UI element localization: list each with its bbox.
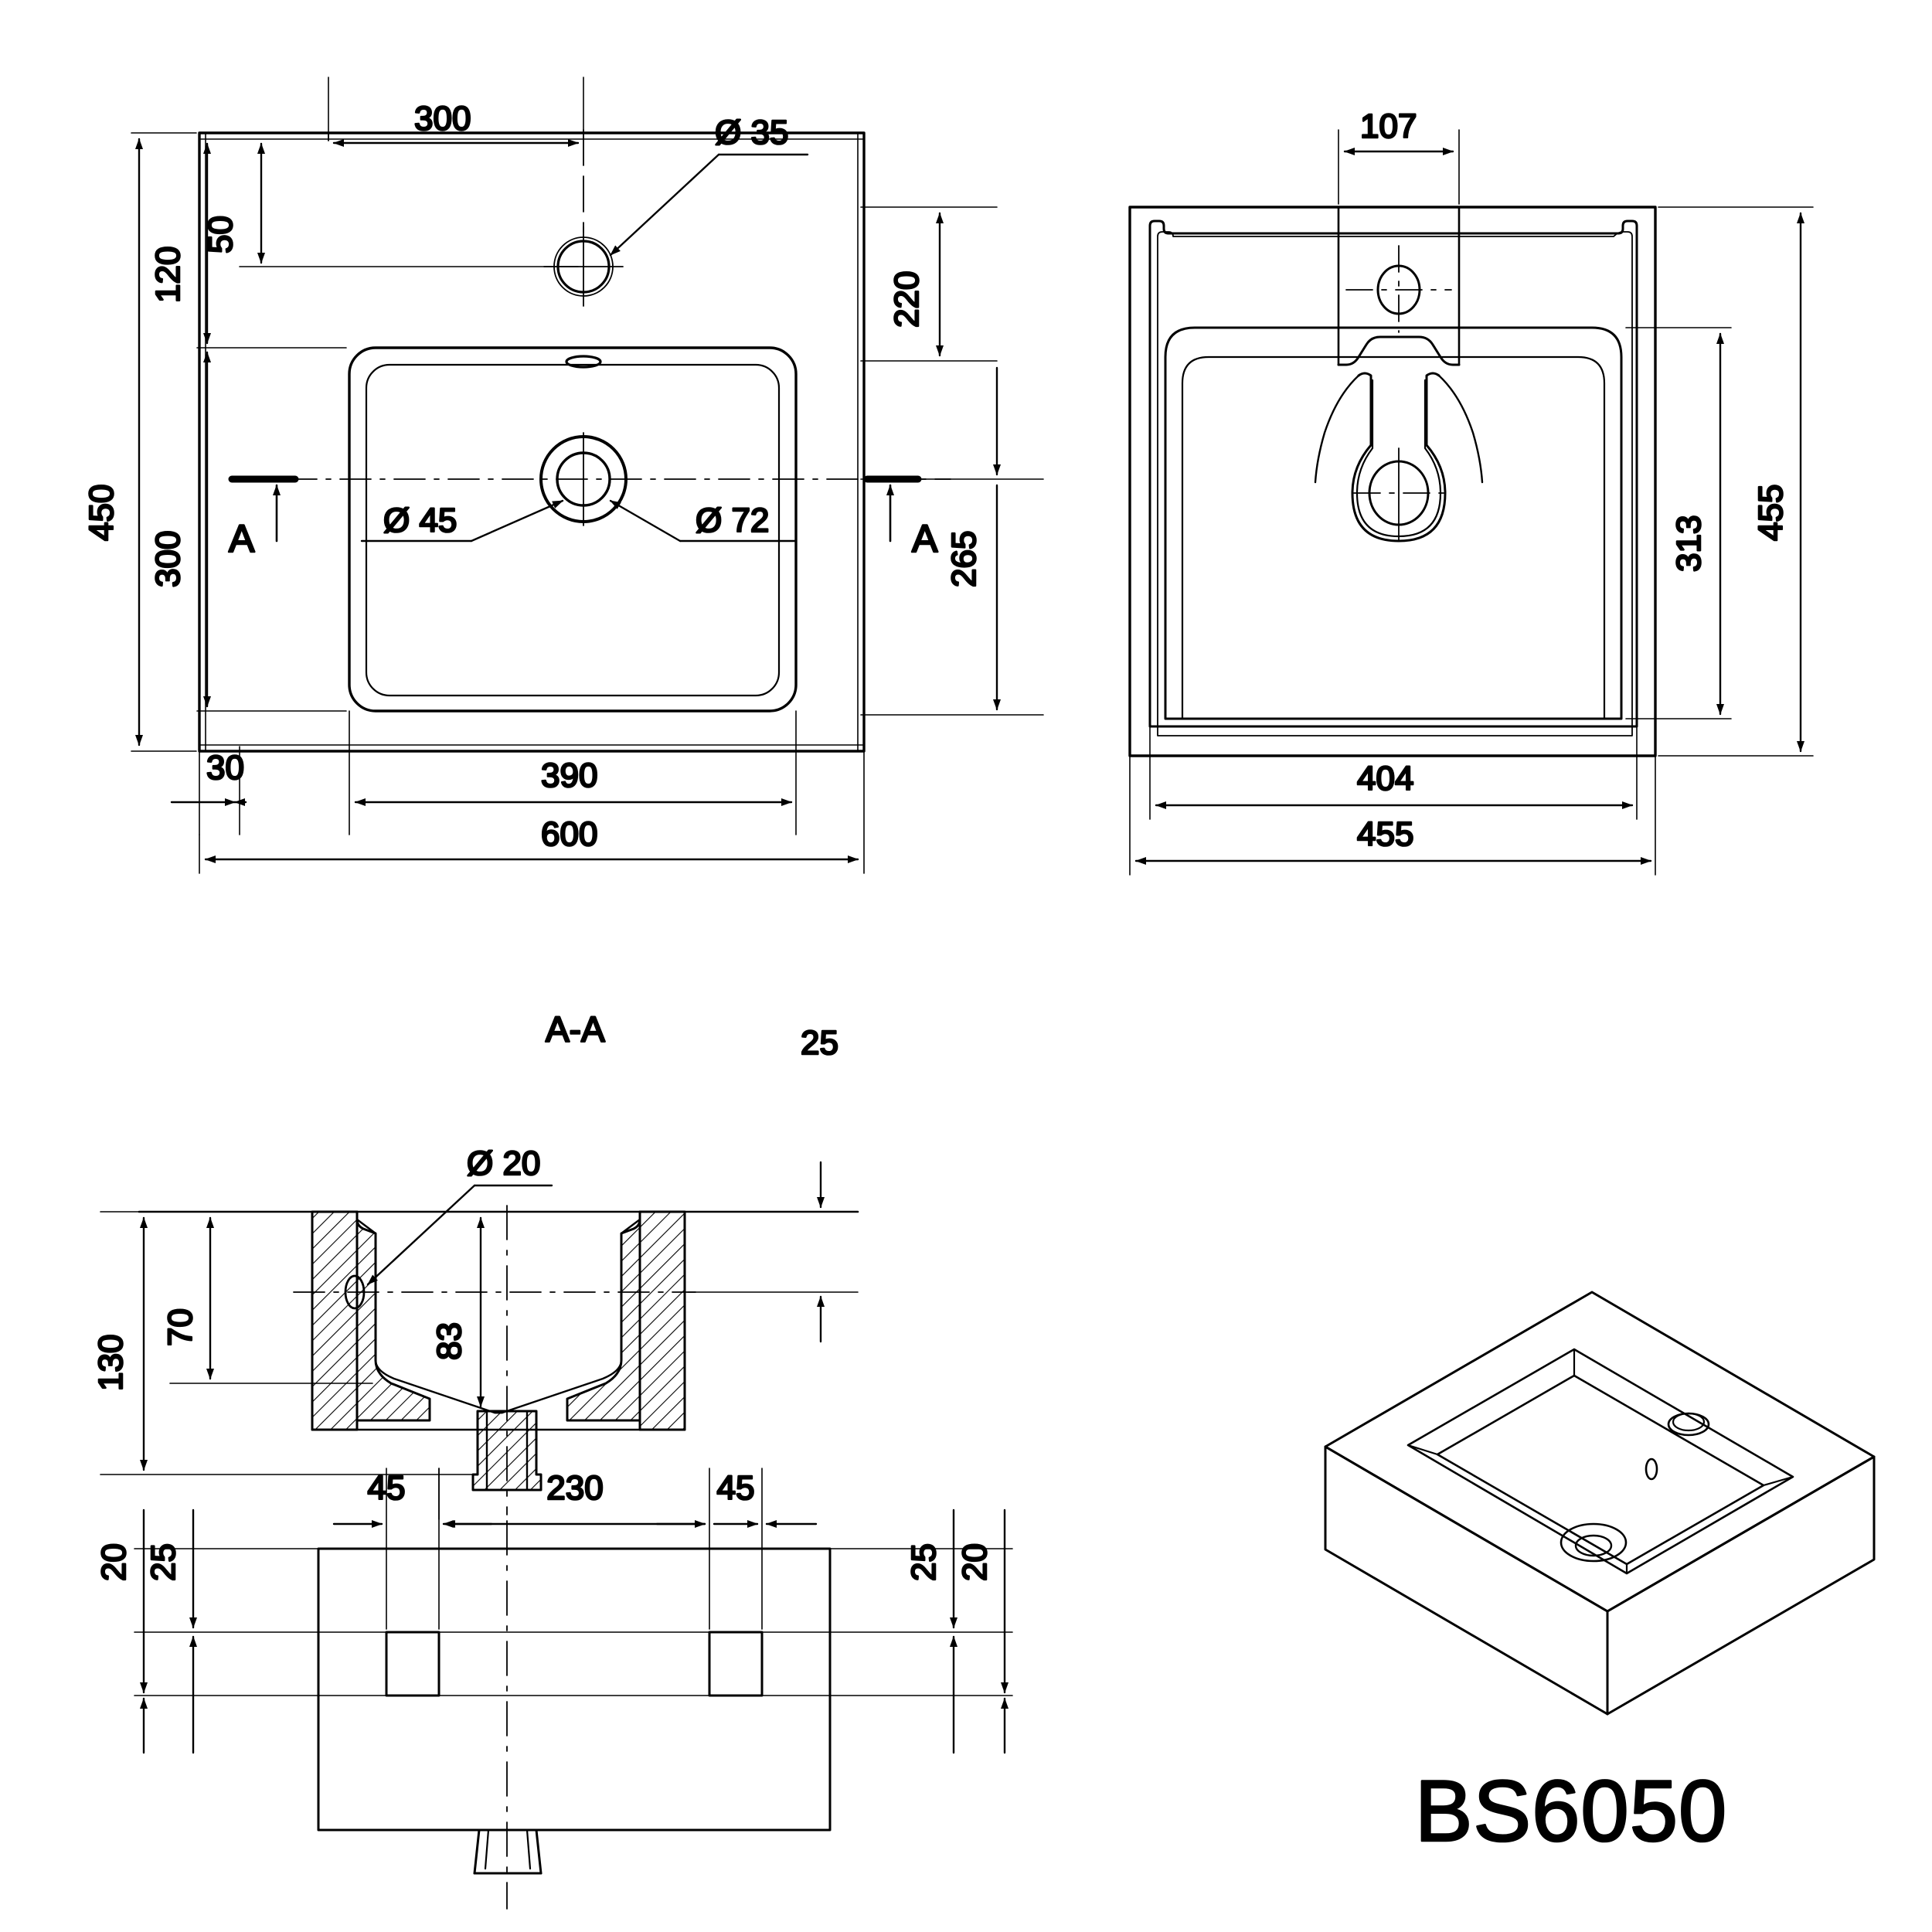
dim-120: 120 (149, 247, 187, 303)
section-title: A-A (546, 1009, 605, 1049)
dim-45-right: 45 (717, 1469, 755, 1507)
callout-dia-35: Ø 35 (715, 114, 788, 151)
dim-20-right: 20 (956, 1543, 994, 1581)
front-view: 107 313 455 404 455 (1128, 107, 1814, 876)
dim-300-vertical: 300 (149, 531, 187, 587)
callout-dia-20: Ø 20 (467, 1145, 540, 1182)
section-mark-right-label: A (912, 517, 938, 560)
dim-600: 600 (541, 815, 597, 853)
dim-25-right: 25 (905, 1543, 943, 1581)
dim-20-left: 20 (95, 1543, 133, 1581)
callout-dia-72: Ø 72 (696, 502, 769, 539)
bottom-view: 45 230 45 20 25 25 20 (94, 1468, 1013, 1910)
dim-455-vertical: 455 (1752, 485, 1790, 541)
part-number: BS6050 (1415, 1763, 1728, 1859)
section-a-a-view: A-A 130 70 (91, 1009, 859, 1515)
dim-390: 390 (541, 757, 597, 794)
dim-404: 404 (1357, 760, 1413, 798)
dim-230: 230 (546, 1469, 603, 1507)
dim-130: 130 (92, 1335, 130, 1391)
dim-70: 70 (162, 1308, 199, 1346)
dim-450: 450 (83, 485, 121, 541)
dim-220: 220 (888, 271, 926, 328)
dim-45-left: 45 (368, 1469, 406, 1507)
isometric-view: BS6050 (1324, 1291, 1876, 1860)
dim-300-top: 300 (414, 100, 471, 138)
dim-25-left: 25 (145, 1543, 182, 1581)
dim-25-section: 25 (801, 1024, 838, 1062)
dim-313: 313 (1670, 515, 1708, 572)
top-view: top-view A A 300 Ø 35 50 120 450 300 (82, 77, 1044, 874)
dim-107: 107 (1360, 107, 1417, 145)
dim-455-horizontal: 455 (1357, 815, 1413, 853)
dim-30: 30 (206, 749, 244, 787)
callout-dia-45: Ø 45 (383, 502, 457, 539)
section-mark-left-label: A (229, 517, 255, 560)
dim-265: 265 (945, 531, 983, 587)
dim-83: 83 (430, 1322, 468, 1360)
